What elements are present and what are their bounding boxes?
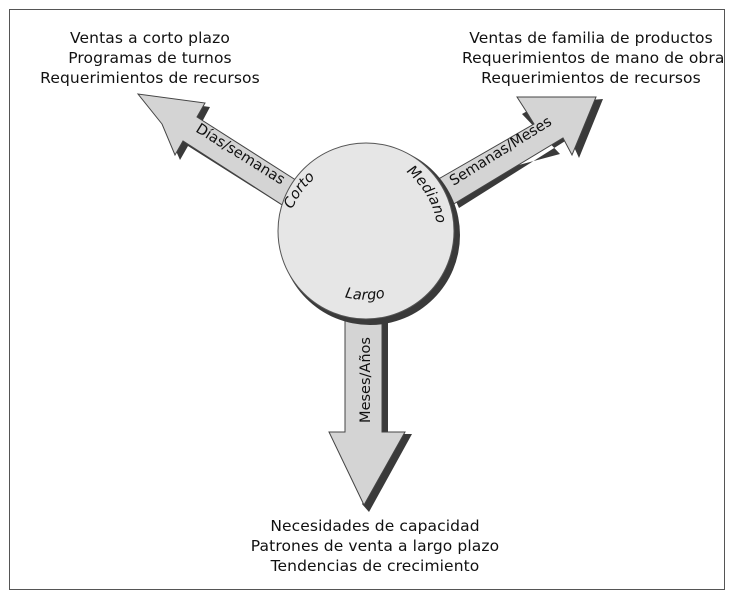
arrow-down-label: Meses/Años	[358, 337, 374, 423]
short-term-line-2: Programas de turnos	[68, 49, 232, 67]
figure-frame	[9, 9, 725, 590]
medium-term-line-2: Requerimientos de mano de obra	[462, 49, 725, 67]
circle-shape	[277, 142, 455, 320]
arrow-right-shape	[434, 96, 597, 206]
arrow-down: Meses/Años	[328, 314, 412, 512]
short-term-line-1: Ventas a corto plazo	[70, 29, 230, 47]
medium-term-outcomes: Ventas de familia de productos Requerimi…	[462, 28, 725, 88]
medium-term-line-1: Ventas de familia de productos	[469, 29, 713, 47]
arrow-left: Días/semanas	[136, 93, 303, 209]
short-term-line-3: Requerimientos de recursos	[40, 69, 260, 87]
long-term-outcomes: Necesidades de capacidad Patrones de ven…	[230, 516, 520, 576]
horizon-circle: Corto Mediano Largo	[277, 142, 460, 325]
long-term-line-1: Necesidades de capacidad	[270, 517, 480, 535]
short-term-outcomes: Ventas a corto plazo Programas de turnos…	[30, 28, 270, 88]
medium-term-line-3: Requerimientos de recursos	[481, 69, 701, 87]
long-term-line-2: Patrones de venta a largo plazo	[250, 537, 500, 555]
arrow-down-shape	[328, 314, 406, 507]
circle-label-long-text: Largo	[344, 285, 386, 303]
circle-label-long: Largo	[344, 285, 386, 303]
long-term-line-3: Tendencias de crecimiento	[270, 557, 480, 575]
arrow-right: Semanas/Meses	[434, 96, 603, 208]
